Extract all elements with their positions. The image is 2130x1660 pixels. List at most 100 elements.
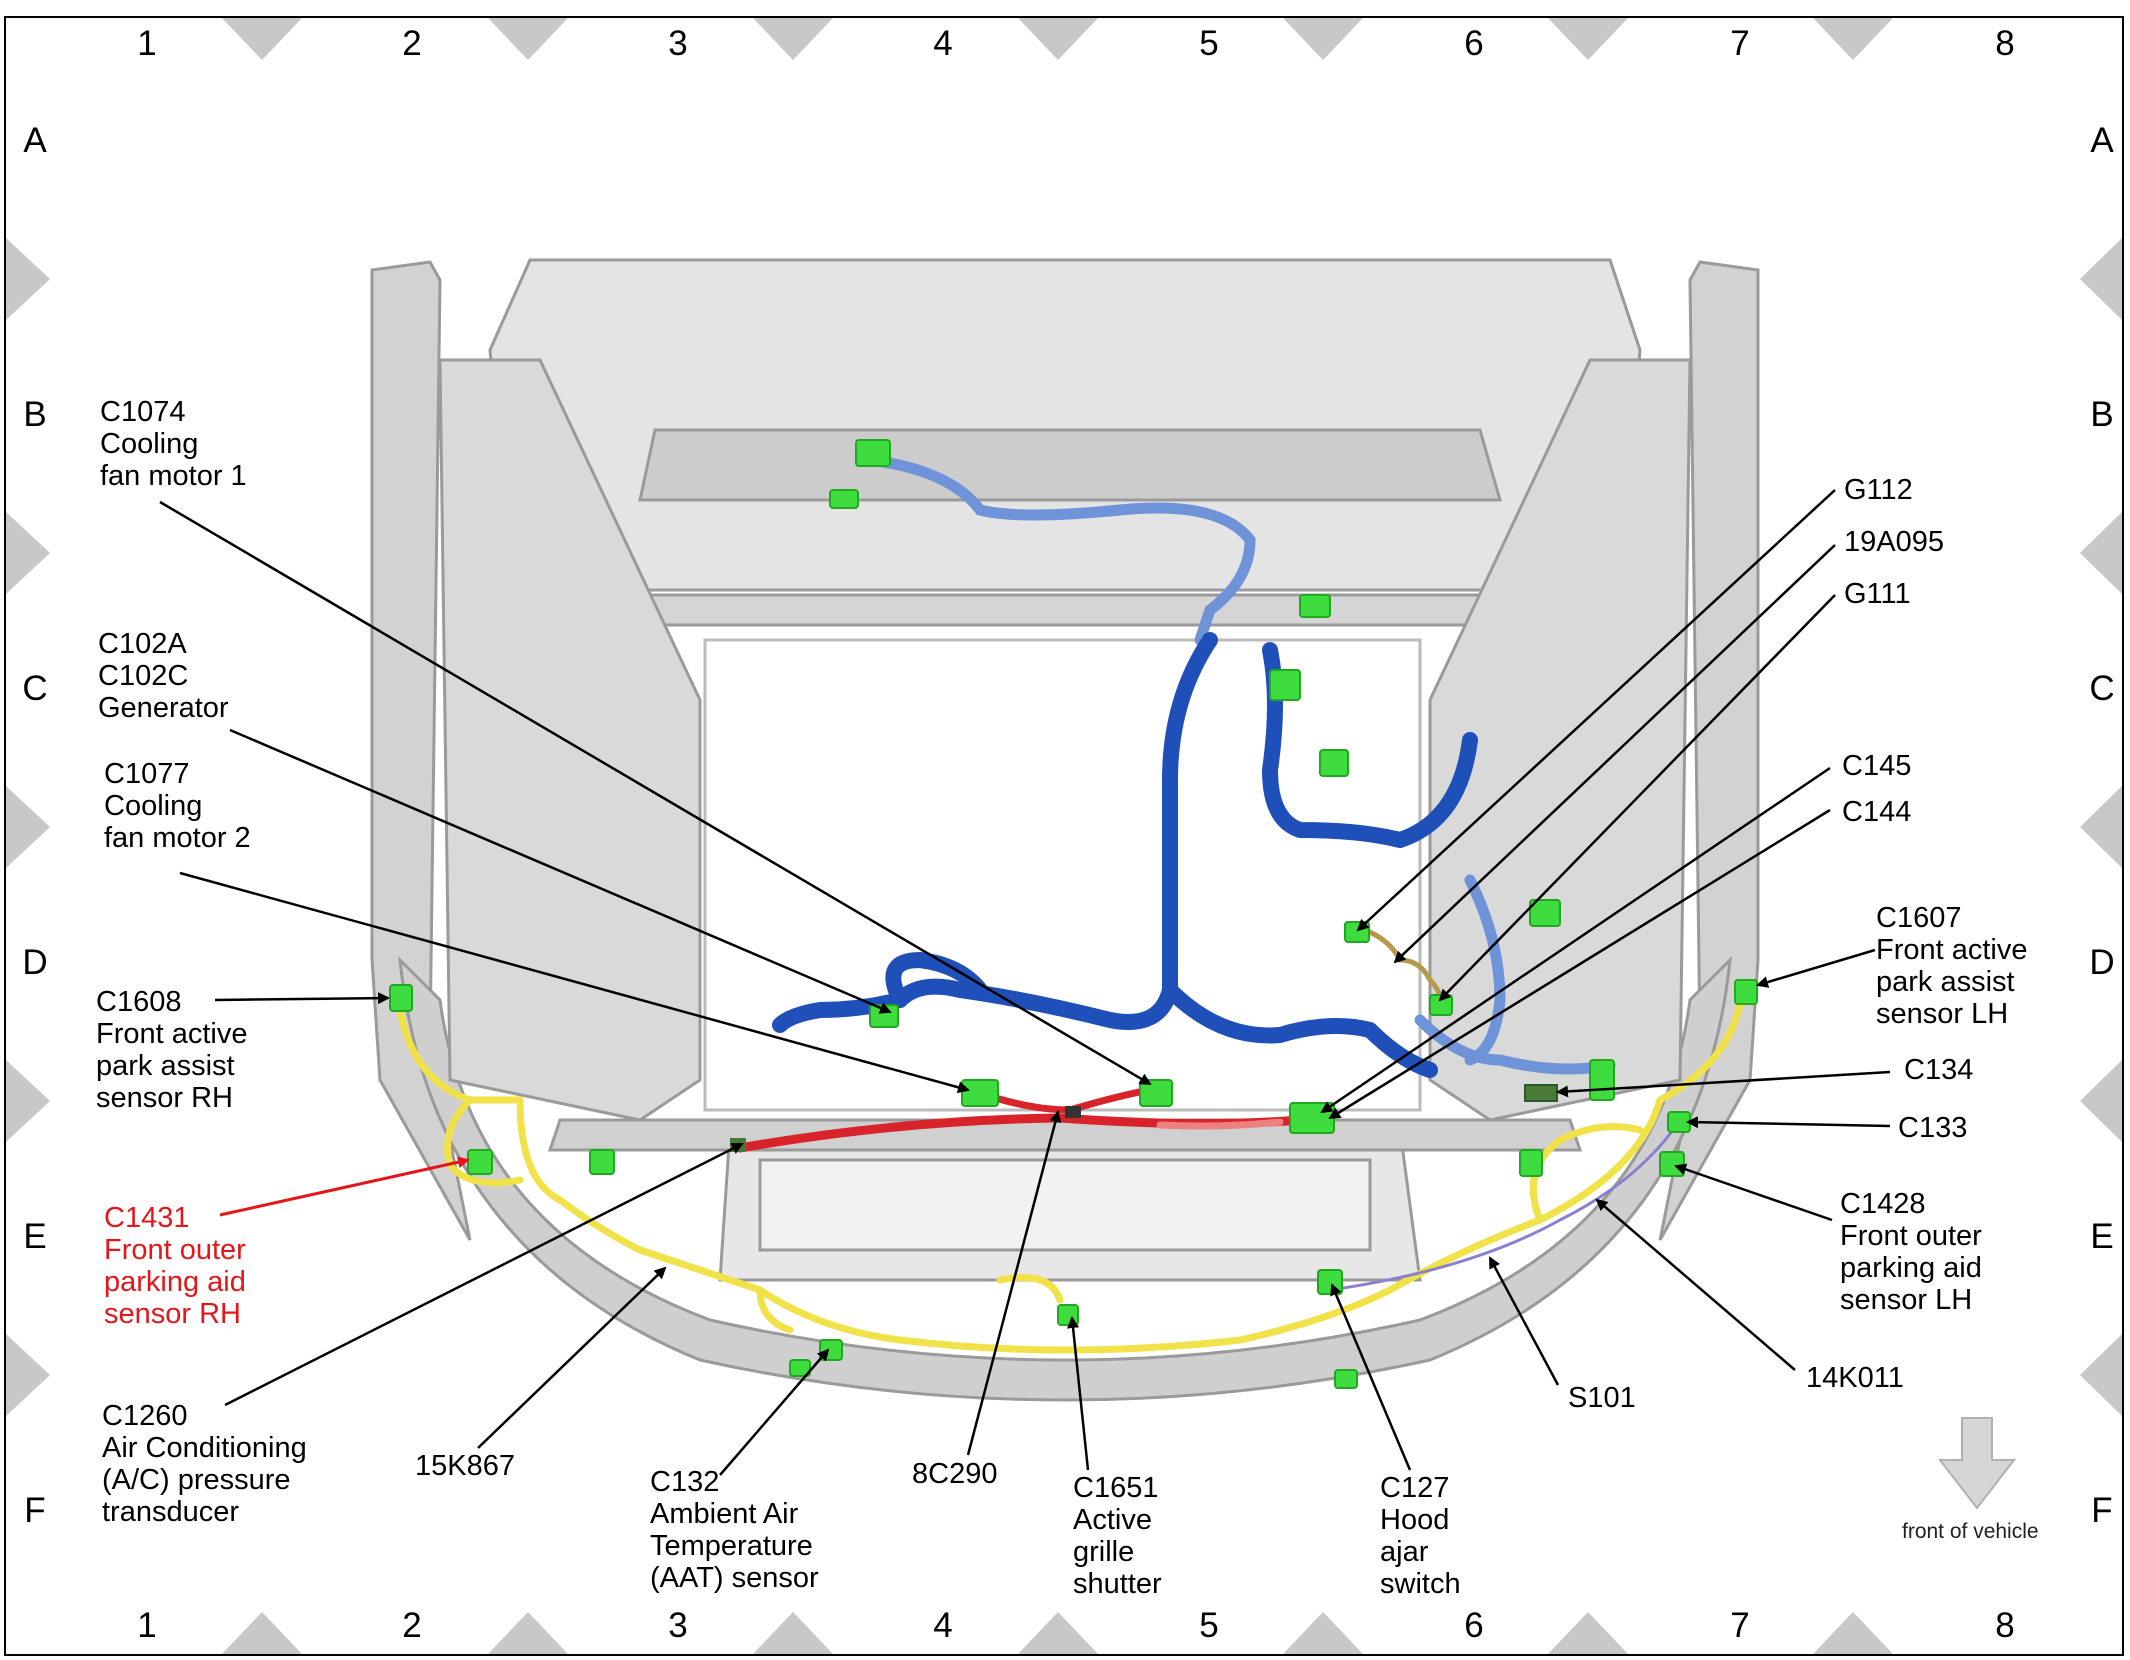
leader-c132 [719, 1348, 830, 1476]
leader-s101 [1488, 1256, 1560, 1386]
label-g112: G112 [1844, 474, 1913, 506]
grid-row-b: B [23, 395, 46, 434]
leader-c1260 [224, 1142, 744, 1407]
connector-c1077 [961, 1079, 999, 1107]
diagram-frame [4, 16, 2124, 1656]
grid-row-d: D [22, 943, 47, 982]
leader-c133 [1686, 1116, 1891, 1129]
grid-row-b-right: B [2090, 395, 2113, 434]
connector-c1074 [855, 439, 891, 467]
grid-col-8-bottom: 8 [1995, 1606, 2014, 1645]
leader-c1428 [1674, 1163, 1833, 1222]
leader-8c290 [966, 1110, 1062, 1456]
grid-col-3-bottom: 3 [668, 1606, 687, 1645]
grid-col-4: 4 [933, 24, 952, 63]
grid-column-labels-top: 1 2 3 4 5 6 7 8 [137, 24, 2014, 63]
grid-row-a-right: A [2090, 121, 2114, 160]
grid-row-e: E [23, 1217, 46, 1256]
grid-row-e-right: E [2090, 1217, 2113, 1256]
label-c1260: C1260 Air Conditioning (A/C) pressure tr… [102, 1400, 307, 1528]
grid-col-5: 5 [1199, 24, 1218, 63]
grid-row-a: A [23, 121, 47, 160]
grid-col-7-bottom: 7 [1730, 1606, 1749, 1645]
grid-row-f-right: F [2091, 1491, 2112, 1530]
grid-col-5-bottom: 5 [1199, 1606, 1218, 1645]
connector-mid-right [1319, 749, 1349, 777]
front-of-vehicle-arrow-icon [1937, 1417, 2017, 1510]
grid-border-markers [6, 18, 2122, 1654]
leader-c1431 [219, 1156, 470, 1217]
grid-col-3: 3 [668, 24, 687, 63]
harness-purple [1329, 1119, 1682, 1292]
grid-row-labels-left: A B C D E F [22, 121, 47, 1530]
leader-14k011 [1595, 1198, 1796, 1371]
leader-c144 [1328, 808, 1831, 1120]
grid-col-4-bottom: 4 [933, 1606, 952, 1645]
label-c1428: C1428 Front outer parking aid sensor LH [1840, 1188, 1982, 1316]
leader-c1074 [159, 500, 1152, 1086]
leader-c134 [1556, 1070, 1891, 1098]
grid-row-f: F [24, 1491, 45, 1530]
grid-row-labels-right: A B C D E F [2089, 121, 2114, 1530]
grid-col-1: 1 [137, 24, 156, 63]
label-s101: S101 [1568, 1382, 1636, 1414]
grid-row-c-right: C [2089, 669, 2114, 708]
connector-misc-1 [1589, 1059, 1615, 1101]
label-g111: G111 [1844, 578, 1911, 610]
connector-c1428 [1659, 1151, 1685, 1177]
connector-misc-2 [589, 1149, 615, 1175]
leader-c127 [1330, 1283, 1412, 1471]
connector-c1074-lower [1139, 1079, 1173, 1107]
leader-c1651 [1067, 1316, 1090, 1471]
grid-col-7: 7 [1730, 24, 1749, 63]
label-c1607: C1607 Front active park assist sensor LH [1876, 902, 2028, 1030]
label-c1077: C1077 Cooling fan motor 2 [104, 758, 251, 854]
label-c1608: C1608 Front active park assist sensor RH [96, 986, 248, 1114]
vehicle-front-structure [370, 258, 1760, 1402]
leader-lines [159, 489, 1891, 1476]
connector-upper-mid [1269, 669, 1301, 701]
connector-top-center [1299, 594, 1331, 618]
label-8c290: 8C290 [912, 1458, 998, 1490]
connector-top-left-2 [829, 489, 859, 509]
leader-g111 [1438, 594, 1836, 1002]
connectors [389, 439, 1758, 1389]
front-of-vehicle-label: front of vehicle [1902, 1520, 2039, 1543]
connector-c133 [1667, 1111, 1691, 1133]
leader-c1077 [179, 871, 970, 1094]
harness-olive [1364, 927, 1443, 1001]
grid-col-6-bottom: 6 [1464, 1606, 1483, 1645]
splice-8c290 [1065, 1106, 1081, 1118]
leader-g112 [1356, 489, 1836, 932]
grid-col-2: 2 [402, 24, 421, 63]
label-c145: C145 [1842, 750, 1912, 782]
connector-right-cluster [1529, 899, 1561, 927]
leader-15k867 [477, 1266, 667, 1449]
label-14k011: 14K011 [1806, 1362, 1904, 1394]
label-15k867: 15K867 [415, 1450, 515, 1482]
leader-c1608 [214, 992, 390, 1005]
connector-c1608 [389, 984, 413, 1012]
connector-c134 [1524, 1084, 1558, 1102]
label-c144: C144 [1842, 796, 1912, 828]
connector-c127 [1317, 1269, 1343, 1295]
grid-col-6: 6 [1464, 24, 1483, 63]
label-c132: C132 Ambient Air Temperature (AAT) senso… [650, 1466, 819, 1594]
grid-col-2-bottom: 2 [402, 1606, 421, 1645]
label-c1431: C1431 Front outer parking aid sensor RH [104, 1202, 246, 1330]
label-c1651: C1651 Active grille shutter [1073, 1472, 1162, 1600]
label-19a095: 19A095 [1844, 526, 1944, 558]
leader-c1607 [1756, 948, 1876, 988]
grid-row-c: C [22, 669, 47, 708]
grid-column-labels-bottom: 1 2 3 4 5 6 7 8 [137, 1606, 2014, 1645]
connector-c1431 [467, 1149, 493, 1175]
grid-col-1-bottom: 1 [137, 1606, 156, 1645]
leader-19a095 [1393, 544, 1836, 964]
grid-row-d-right: D [2089, 943, 2114, 982]
harness-light-blue [864, 454, 1616, 1075]
leader-c145 [1320, 766, 1831, 1114]
connector-g112 [1344, 921, 1370, 943]
grid-col-8: 8 [1995, 24, 2014, 63]
label-c1074: C1074 Cooling fan motor 1 [100, 396, 247, 492]
